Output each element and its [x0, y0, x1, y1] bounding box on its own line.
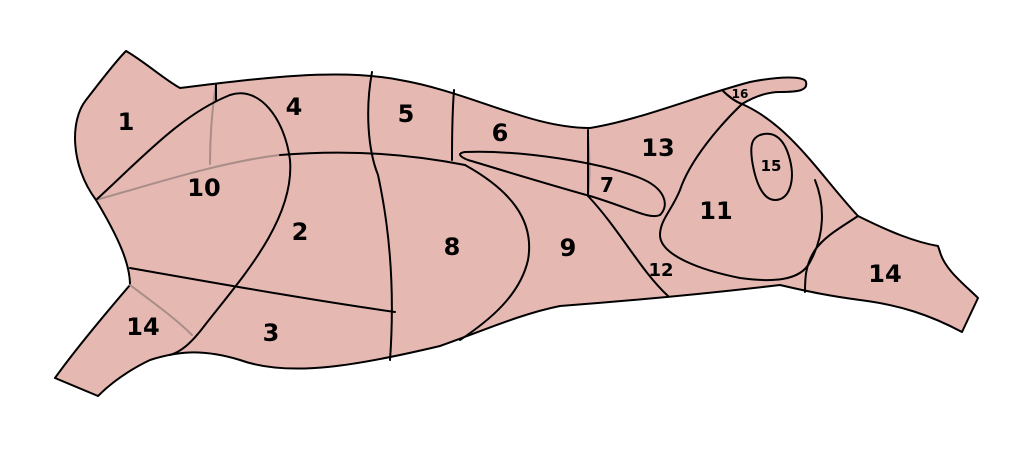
carcass-outline	[54, 50, 979, 397]
cut-15-outline	[750, 132, 793, 201]
divider-4-5	[367, 71, 393, 361]
divider-5-6	[451, 89, 455, 161]
label-cut-7: 7	[600, 173, 614, 197]
divider-faint-14-3	[129, 284, 193, 336]
divider-8-9	[459, 164, 531, 341]
label-cut-2: 2	[292, 218, 309, 246]
label-cut-10: 10	[187, 174, 220, 202]
label-cut-5: 5	[398, 100, 415, 128]
divider-back-line	[279, 151, 466, 166]
label-cut-11: 11	[699, 197, 732, 225]
label-cut-14-head: 14	[868, 260, 901, 288]
label-cut-16: 16	[732, 87, 749, 101]
divider-11-14	[804, 215, 859, 293]
divider-faint-1-10	[95, 154, 281, 201]
label-cut-13: 13	[641, 134, 674, 162]
divider-belly-2-3	[129, 267, 396, 313]
label-cut-8: 8	[444, 233, 461, 261]
divider-9-12	[587, 195, 669, 297]
cut-7-outline	[459, 150, 666, 218]
divider-loop-2	[169, 92, 292, 356]
divider-faint-4-10	[209, 83, 217, 165]
divider-1-10	[95, 94, 231, 201]
label-cut-15: 15	[761, 157, 782, 175]
label-cut-9: 9	[560, 234, 577, 262]
divider-16	[721, 89, 743, 105]
label-cut-12: 12	[648, 260, 673, 281]
label-cut-3: 3	[263, 319, 280, 347]
label-cut-1: 1	[118, 108, 135, 136]
label-cut-6: 6	[492, 119, 509, 147]
label-cut-4: 4	[286, 93, 303, 121]
label-cut-14-leg: 14	[126, 313, 159, 341]
divider-13-11	[659, 103, 823, 282]
